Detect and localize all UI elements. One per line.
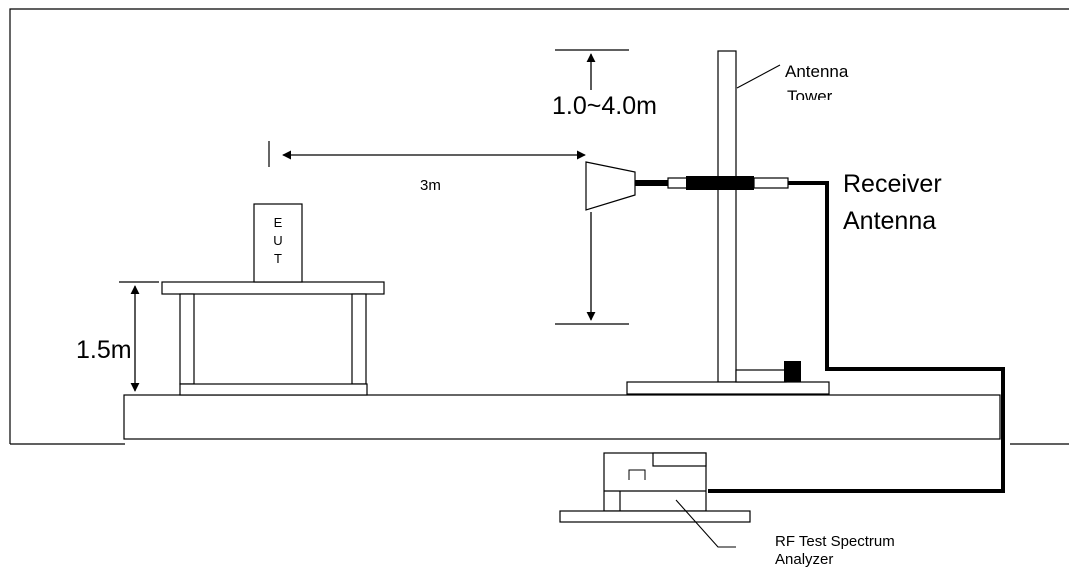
receiver-antenna-label-line2: Antenna — [843, 207, 936, 235]
receiver-antenna — [585, 161, 789, 211]
spectrum-analyzer — [559, 452, 751, 548]
antenna-tower-label-clip: Tower — [787, 87, 833, 106]
table-height-label: 1.5m — [76, 336, 132, 364]
height-range-label: 1.0~4.0m — [552, 92, 657, 120]
height-range-dimension — [555, 49, 629, 325]
receiver-antenna-label-line1: Receiver — [843, 170, 942, 198]
chamber-outline — [9, 8, 1069, 445]
coax-cable — [708, 181, 1005, 493]
analyzer-label-line2: Analyzer — [775, 551, 833, 568]
ground-plane — [123, 394, 1001, 440]
table-height-dimension — [119, 281, 159, 392]
antenna-tower-label-line2: Tower — [787, 87, 833, 106]
antenna-tower-label-line1: Antenna — [785, 62, 849, 81]
eut-label-e: E — [274, 215, 283, 230]
distance-label: 3m — [420, 177, 441, 194]
eut-label-t: T — [274, 251, 282, 266]
analyzer-label-line1: RF Test Spectrum — [775, 533, 895, 550]
eut-box: E U T — [253, 203, 303, 283]
antenna-tower — [626, 50, 830, 395]
distance-dimension — [268, 141, 586, 167]
eut-table — [161, 281, 385, 396]
eut-label-u: U — [273, 233, 282, 248]
